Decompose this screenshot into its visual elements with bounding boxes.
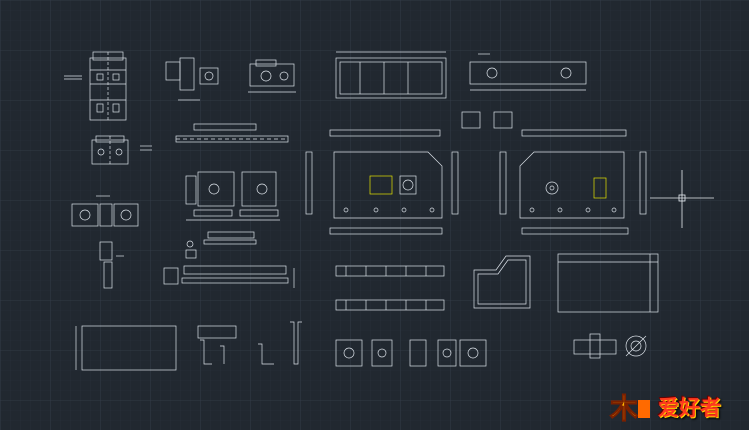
- drawing-flange-plates[interactable]: [335, 339, 487, 367]
- drawing-profile-top[interactable]: [335, 51, 447, 99]
- drawing-box-bottom[interactable]: [75, 325, 177, 371]
- drawing-channel-views[interactable]: [197, 321, 302, 365]
- drawing-block-housing[interactable]: [248, 59, 296, 93]
- drawing-part-block-3[interactable]: [71, 195, 139, 227]
- drawing-motor-detail[interactable]: [573, 333, 647, 359]
- drawing-part-block-2[interactable]: [91, 135, 152, 166]
- drawing-clamp-assembly[interactable]: [185, 171, 280, 221]
- drawing-plate-right[interactable]: [451, 151, 647, 235]
- drawing-rail-lower[interactable]: [335, 265, 445, 311]
- crosshair-cursor-icon: [650, 170, 714, 228]
- drawing-plate-left[interactable]: [305, 151, 443, 235]
- drawing-bars-mid[interactable]: [163, 231, 295, 288]
- drawing-rail-1[interactable]: [175, 123, 289, 143]
- watermark-logo-icon: 木: [609, 392, 650, 426]
- drawing-slot-bars[interactable]: [329, 111, 627, 137]
- drawing-profile-top-right[interactable]: [469, 53, 587, 91]
- watermark: 木 爱好者: [608, 388, 748, 428]
- svg-text:木: 木: [609, 392, 638, 425]
- drawing-bent-sheet[interactable]: [473, 255, 531, 309]
- drawing-bracket-small[interactable]: [165, 57, 219, 101]
- drawing-cover-panel[interactable]: [557, 253, 659, 313]
- drawing-part-block-4[interactable]: [99, 241, 124, 289]
- watermark-text: 爱好者: [658, 396, 721, 420]
- drawing-part-block-1[interactable]: [64, 51, 127, 122]
